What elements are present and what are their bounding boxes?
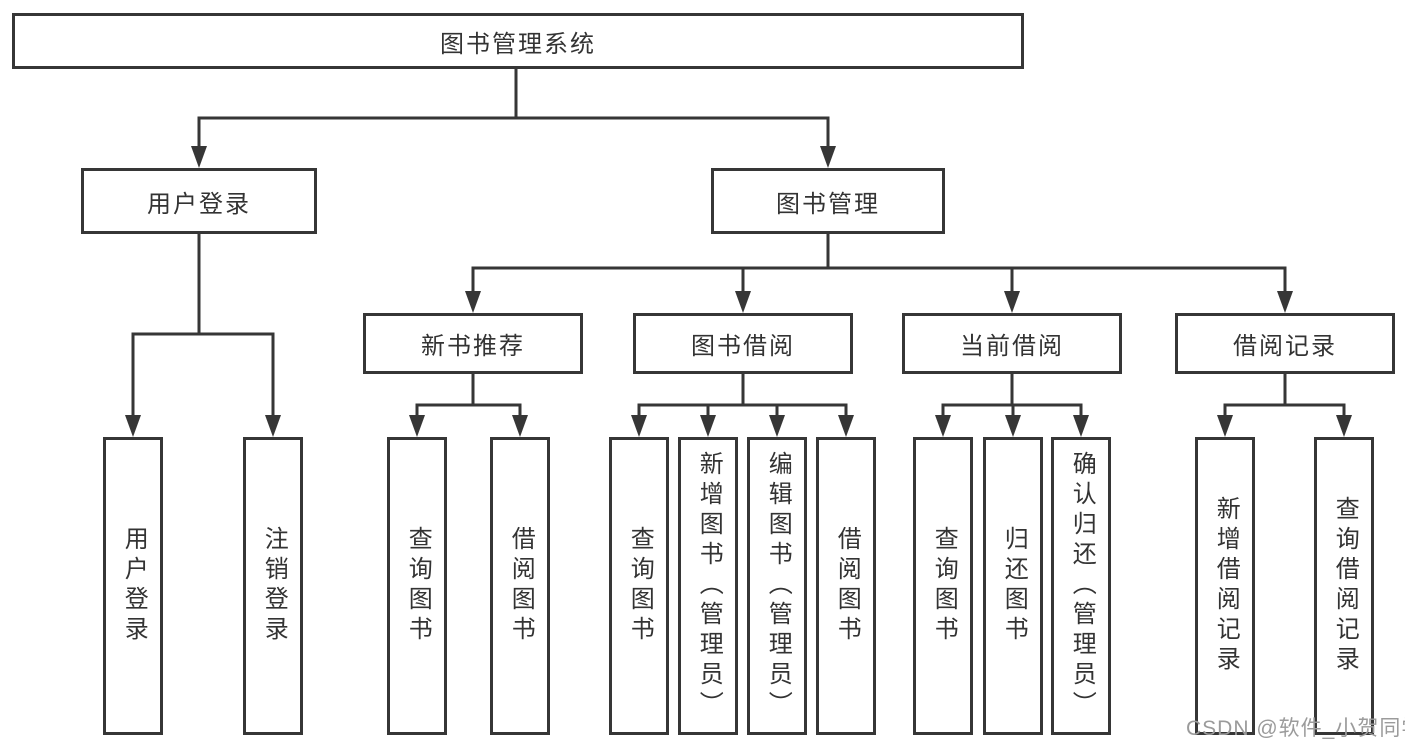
leaf-add-borrowing-record: 新增借阅记录: [1195, 437, 1255, 735]
leaf-query-books-current: 查询图书: [913, 437, 973, 735]
arrowheads: [125, 146, 1352, 437]
node-label: 图书借阅: [691, 333, 795, 360]
leaf-edit-books-admin: 编辑图书（管理员）: [747, 437, 807, 735]
leaf-confirm-return-admin: 确认归还（管理员）: [1051, 437, 1111, 735]
node-label: 图书管理系统: [440, 30, 596, 58]
watermark-text: CSDN @软件_小贺同学: [1186, 717, 1405, 740]
node-label: 借阅记录: [1233, 333, 1337, 360]
leaf-label: 借阅图书: [507, 526, 535, 646]
node-label: 新书推荐: [421, 333, 525, 360]
leaf-return-books: 归还图书: [983, 437, 1043, 735]
leaf-user-login: 用户登录: [103, 437, 163, 735]
node-new-book-recommendation: 新书推荐: [363, 313, 583, 374]
node-user-login: 用户登录: [81, 168, 317, 234]
leaf-label: 查询图书: [930, 526, 958, 646]
leaf-label: 归还图书: [1000, 526, 1028, 646]
leaf-query-books-recommendation: 查询图书: [387, 437, 447, 735]
node-book-borrowing: 图书借阅: [633, 313, 853, 374]
leaf-label: 注销登录: [260, 526, 288, 646]
leaf-label: 用户登录: [120, 526, 148, 646]
leaf-label: 查询借阅记录: [1331, 496, 1359, 676]
leaf-label: 确认归还（管理员）: [1068, 451, 1096, 721]
node-library-management-system: 图书管理系统: [12, 13, 1024, 69]
leaf-label: 查询图书: [626, 526, 654, 646]
node-label: 用户登录: [147, 190, 251, 218]
leaf-label: 借阅图书: [833, 526, 861, 646]
node-label: 图书管理: [776, 190, 880, 218]
node-label: 当前借阅: [960, 333, 1064, 360]
leaf-borrow-books-recommendation: 借阅图书: [490, 437, 550, 735]
node-book-management: 图书管理: [711, 168, 945, 234]
node-borrowing-records: 借阅记录: [1175, 313, 1395, 374]
leaf-borrow-books-borrowing: 借阅图书: [816, 437, 876, 735]
leaf-add-books-admin: 新增图书（管理员）: [678, 437, 738, 735]
leaf-query-borrowing-record: 查询借阅记录: [1314, 437, 1374, 735]
leaf-label: 查询图书: [404, 526, 432, 646]
leaf-label: 新增图书（管理员）: [695, 451, 723, 721]
node-current-borrowing: 当前借阅: [902, 313, 1122, 374]
leaf-label: 新增借阅记录: [1212, 496, 1240, 676]
leaf-label: 编辑图书（管理员）: [764, 451, 792, 721]
leaf-logout-login: 注销登录: [243, 437, 303, 735]
leaf-query-books-borrowing: 查询图书: [609, 437, 669, 735]
